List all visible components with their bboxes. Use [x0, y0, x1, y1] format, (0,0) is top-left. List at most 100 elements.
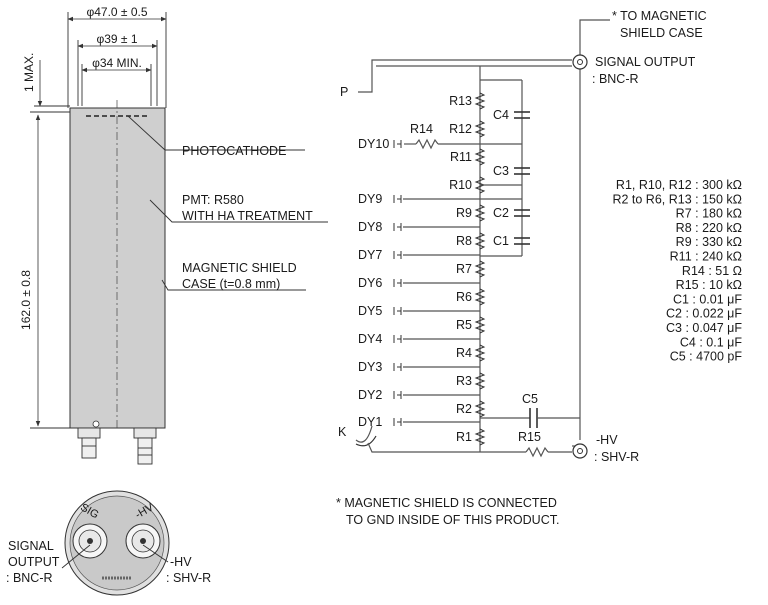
- length-label: 162.0 ± 0.8: [19, 270, 33, 330]
- tube-side-view: φ47.0 ± 0.5 φ39 ± 1 φ34 MIN. 1 MAX. 162.…: [19, 5, 328, 465]
- r14-label: R14: [410, 122, 433, 136]
- base-hv-label-line1: -HV: [170, 555, 192, 569]
- pmt-label-line1: PMT: R580: [182, 193, 244, 207]
- component-value-2: R7 : 180 kΩ: [676, 207, 742, 221]
- component-value-9: C2 : 0.022 μF: [666, 307, 742, 321]
- resistor-label-r6: R6: [456, 290, 472, 304]
- resistor-r6-symbol: [474, 288, 486, 306]
- dynode-label-dy2: DY2: [358, 388, 382, 402]
- signal-output-label-line1: SIGNAL OUTPUT: [595, 55, 696, 69]
- component-value-12: C5 : 4700 pF: [670, 350, 743, 364]
- min-diameter-label: φ34 MIN.: [92, 56, 142, 70]
- dynode-dy8-symbol: [393, 223, 402, 231]
- component-value-10: C3 : 0.047 μF: [666, 321, 742, 335]
- resistor-r12-symbol: [474, 120, 486, 138]
- resistor-label-r8: R8: [456, 234, 472, 248]
- outer-diameter-label: φ47.0 ± 0.5: [86, 5, 147, 19]
- shield-label-line2: CASE (t=0.8 mm): [182, 277, 280, 291]
- dynode-label-dy1: DY1: [358, 415, 382, 429]
- resistor-r5-symbol: [474, 316, 486, 334]
- dynode-dy9-symbol: [393, 195, 402, 203]
- dynode-dy3-symbol: [393, 363, 402, 371]
- r15-symbol: [525, 446, 549, 458]
- shield-label-line1: MAGNETIC SHIELD: [182, 261, 297, 275]
- dynode-dy6-symbol: [393, 279, 402, 287]
- resistor-label-r11: R11: [450, 150, 472, 164]
- pmt-label-line2: WITH HA TREATMENT: [182, 209, 313, 223]
- hv-label-line2: : SHV-R: [594, 450, 639, 464]
- c5-label: C5: [522, 392, 538, 406]
- resistor-label-r3: R3: [456, 374, 472, 388]
- resistor-label-r1: R1: [456, 430, 472, 444]
- capacitor-label-c4: C4: [493, 108, 509, 122]
- capacitor-label-c1: C1: [493, 234, 509, 248]
- dynode-dy5-symbol: [393, 307, 402, 315]
- component-value-11: C4 : 0.1 μF: [680, 335, 742, 349]
- shield-wire: [579, 19, 610, 440]
- photocathode-leader: [127, 115, 305, 151]
- resistor-label-r13: R13: [449, 94, 472, 108]
- resistor-label-r4: R4: [456, 346, 472, 360]
- base-signal-label-line2: OUTPUT: [8, 555, 60, 569]
- base-signal-label-line3: : BNC-R: [6, 571, 53, 585]
- resistor-label-r7: R7: [456, 262, 472, 276]
- max-gap-label: 1 MAX.: [22, 53, 36, 92]
- dynode-dy2-symbol: [393, 391, 402, 399]
- r14-symbol: [415, 138, 439, 150]
- dynode-dy4-symbol: [393, 335, 402, 343]
- component-value-5: R11 : 240 kΩ: [670, 250, 742, 264]
- resistor-label-r5: R5: [456, 318, 472, 332]
- resistor-r2-symbol: [474, 400, 486, 418]
- dynode-label-dy9: DY9: [358, 192, 382, 206]
- cathode-label: K: [338, 425, 347, 439]
- dynode-label-dy4: DY4: [358, 332, 382, 346]
- bottom-connectors: [77, 420, 157, 465]
- anode-wire: [358, 59, 572, 93]
- component-value-4: R9 : 330 kΩ: [676, 235, 742, 249]
- resistor-r3-symbol: [474, 372, 486, 390]
- dynode-label-dy8: DY8: [358, 220, 382, 234]
- photocathode-label: PHOTOCATHODE: [182, 144, 286, 158]
- capacitor-label-c2: C2: [493, 206, 509, 220]
- signal-output-label-line2: : BNC-R: [592, 72, 639, 86]
- component-value-7: R15 : 10 kΩ: [676, 278, 742, 292]
- resistor-r8-symbol: [474, 232, 486, 250]
- shield-note-line1: * TO MAGNETIC: [612, 9, 707, 23]
- pmt-leader: [149, 199, 328, 223]
- inner-diameter-label: φ39 ± 1: [96, 32, 137, 46]
- resistor-r1-symbol: [474, 428, 486, 446]
- dynode-label-dy3: DY3: [358, 360, 382, 374]
- magnetic-shield-case-body: [69, 107, 166, 429]
- base-bottom-view: SIG -HV SIGNAL OUTPUT : BNC-R -HV : SHV-…: [6, 490, 211, 596]
- component-value-8: C1 : 0.01 μF: [673, 292, 742, 306]
- shield-note-line2: SHIELD CASE: [620, 26, 703, 40]
- component-value-3: R8 : 220 kΩ: [676, 221, 742, 235]
- dynode-dy10-symbol: [393, 140, 402, 148]
- component-value-0: R1, R10, R12 : 300 kΩ: [616, 178, 742, 192]
- plate-label: P: [340, 85, 348, 99]
- component-value-1: R2 to R6, R13 : 150 kΩ: [612, 192, 742, 206]
- dynode-label-dy7: DY7: [358, 248, 382, 262]
- dynode-label-dy10: DY10: [358, 137, 389, 151]
- voltage-divider-circuit: * TO MAGNETIC SHIELD CASE SIGNAL OUTPUT …: [338, 9, 742, 464]
- dynode-dy7-symbol: [393, 251, 402, 259]
- resistor-r13-symbol: [474, 92, 486, 110]
- resistor-label-r10: R10: [449, 178, 472, 192]
- dynode-label-dy5: DY5: [358, 304, 382, 318]
- resistor-label-r9: R9: [456, 206, 472, 220]
- resistor-r11-symbol: [474, 148, 486, 166]
- dynode-dy1-symbol: [393, 418, 402, 426]
- resistor-r7-symbol: [474, 260, 486, 278]
- base-signal-label-line1: SIGNAL: [8, 539, 54, 553]
- component-value-6: R14 : 51 Ω: [682, 264, 742, 278]
- resistor-r9-symbol: [474, 204, 486, 222]
- capacitor-label-c3: C3: [493, 164, 509, 178]
- dynode-label-dy6: DY6: [358, 276, 382, 290]
- resistor-label-r12: R12: [449, 122, 472, 136]
- resistor-label-r2: R2: [456, 402, 472, 416]
